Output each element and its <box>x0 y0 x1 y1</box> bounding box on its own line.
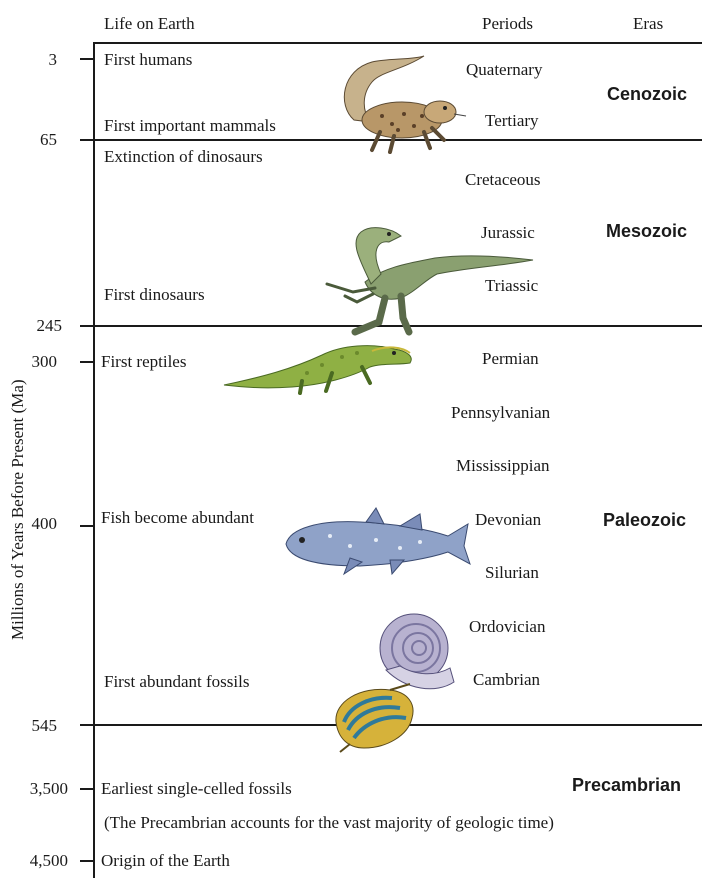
tick-300 <box>80 361 94 363</box>
event-label: Origin of the Earth <box>101 851 230 871</box>
tick-245 <box>80 325 94 327</box>
event-label: First humans <box>104 50 192 70</box>
period-label: Silurian <box>485 563 539 583</box>
period-label: Mississippian <box>456 456 550 476</box>
period-label: Cambrian <box>473 670 540 690</box>
event-label: First important mammals <box>104 116 276 136</box>
ma-label: 3,500 <box>0 779 68 799</box>
timeline-axis <box>93 42 95 878</box>
period-label: Devonian <box>475 510 541 530</box>
event-label: First abundant fossils <box>104 672 249 692</box>
dinosaur-icon <box>305 222 535 340</box>
mammal-icon <box>332 50 472 160</box>
event-label: Fish become abundant <box>101 508 254 528</box>
era-label: Mesozoic <box>606 221 687 242</box>
fish-icon <box>280 506 470 576</box>
period-label: Ordovician <box>469 617 545 637</box>
ma-label: 545 <box>0 716 57 736</box>
tick-4500 <box>80 860 94 862</box>
header-eras: Eras <box>633 14 663 34</box>
reptile-icon <box>222 337 414 395</box>
era-label: Cenozoic <box>607 84 687 105</box>
event-label: First dinosaurs <box>104 285 205 305</box>
y-axis-label: Millions of Years Before Present (Ma) <box>8 379 28 640</box>
period-label: Quaternary <box>466 60 542 80</box>
tick-545 <box>80 724 94 726</box>
event-label: (The Precambrian accounts for the vast m… <box>104 813 554 833</box>
era-label: Precambrian <box>572 775 681 796</box>
ma-label: 245 <box>0 316 62 336</box>
period-label: Tertiary <box>485 111 539 131</box>
tick-3 <box>80 58 94 60</box>
event-label: First reptiles <box>101 352 186 372</box>
ma-label: 300 <box>0 352 57 372</box>
period-label: Pennsylvanian <box>451 403 550 423</box>
ma-label: 65 <box>0 130 57 150</box>
ma-label: 3 <box>0 50 57 70</box>
period-label: Permian <box>482 349 539 369</box>
trilobite-icon <box>330 682 416 752</box>
event-label: Earliest single-celled fossils <box>101 779 292 799</box>
ma-label: 4,500 <box>0 851 68 871</box>
header-periods: Periods <box>482 14 533 34</box>
era-label: Paleozoic <box>603 510 686 531</box>
tick-3500 <box>80 788 94 790</box>
tick-65 <box>80 139 94 141</box>
header-life-on-earth: Life on Earth <box>104 14 195 34</box>
event-label: Extinction of dinosaurs <box>104 147 263 167</box>
tick-400 <box>80 525 94 527</box>
period-label: Cretaceous <box>465 170 541 190</box>
top-boundary-line <box>93 42 702 44</box>
